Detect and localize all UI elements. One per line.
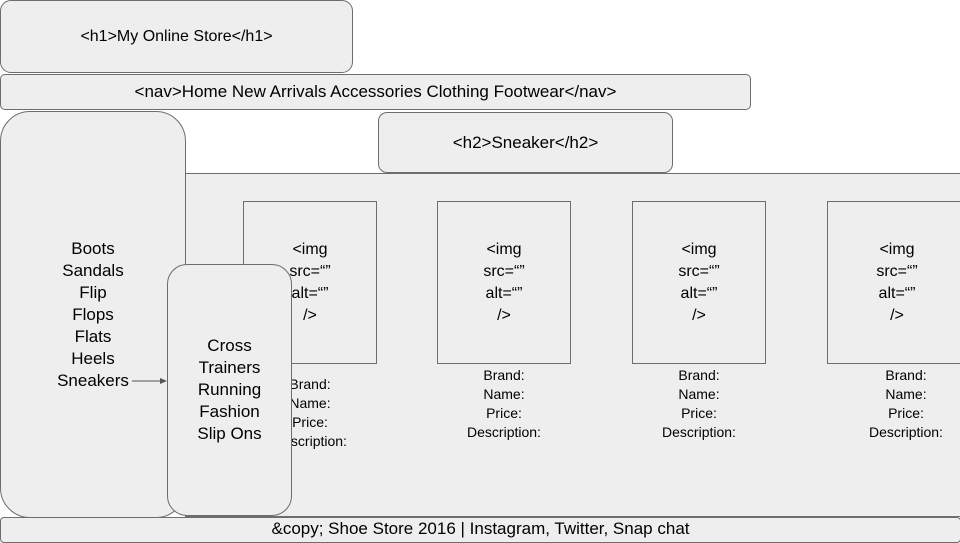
img-line: src=“” — [876, 262, 918, 280]
product-description-label: Description: — [869, 424, 943, 440]
submenu-item-slip-ons: Slip Ons — [197, 424, 262, 443]
img-line: src=“” — [483, 262, 525, 280]
product-brand-label: Brand: — [885, 367, 927, 383]
sneakers-submenu: Cross Trainers Running Fashion Slip Ons — [167, 264, 292, 516]
img-line: src=“” — [678, 262, 720, 280]
sidebar-item-flip: Flip — [79, 282, 107, 302]
submenu-item-cross: Cross — [207, 336, 252, 355]
product-image-placeholder: <img src=“” alt=“” /> — [632, 201, 766, 364]
img-line: <img — [681, 240, 717, 258]
product-brand-label: Brand: — [483, 367, 525, 383]
product-name-label: Name: — [885, 386, 927, 402]
product-info: Brand: Name: Price: Description: — [632, 366, 766, 442]
img-line: <img — [486, 240, 522, 258]
product-description-label: Description: — [662, 424, 736, 440]
product-description-label: Description: — [467, 424, 541, 440]
product-image-placeholder: <img src=“” alt=“” /> — [437, 201, 571, 364]
product-name-label: Name: — [678, 386, 720, 402]
product-info: Brand: Name: Price: Description: — [839, 366, 960, 442]
nav-box: <nav>Home New Arrivals Accessories Cloth… — [0, 74, 751, 110]
img-line: src=“” — [289, 262, 331, 280]
product-image-placeholder: <img src=“” alt=“” /> — [827, 201, 960, 364]
product-brand-label: Brand: — [678, 367, 720, 383]
section-title-box: <h2>Sneaker</h2> — [378, 112, 673, 173]
product-name-label: Name: — [289, 395, 331, 411]
sidebar-item-sneakers: Sneakers — [57, 370, 129, 390]
submenu-item-trainers: Trainers — [198, 358, 261, 377]
img-line: /> — [890, 306, 904, 324]
img-line: /> — [692, 306, 706, 324]
footer-text: &copy; Shoe Store 2016 | Instagram, Twit… — [271, 519, 690, 538]
img-line: alt=“” — [878, 284, 916, 302]
img-line: /> — [303, 306, 317, 324]
product-info: Brand: Name: Price: Description: — [437, 366, 571, 442]
product-price-label: Price: — [292, 414, 328, 430]
header-box: <h1>My Online Store</h1> — [0, 0, 353, 73]
img-line: alt=“” — [680, 284, 718, 302]
sidebar-item-heels: Heels — [71, 348, 115, 368]
footer-box: &copy; Shoe Store 2016 | Instagram, Twit… — [0, 517, 960, 543]
sidebar-menu: Boots Sandals Flip Flops Flats Heels Sne… — [0, 111, 186, 518]
product-name-label: Name: — [483, 386, 525, 402]
header-text: <h1>My Online Store</h1> — [80, 27, 273, 45]
img-line: <img — [292, 240, 328, 258]
nav-text: <nav>Home New Arrivals Accessories Cloth… — [134, 82, 617, 101]
img-line: alt=“” — [291, 284, 329, 302]
submenu-item-fashion: Fashion — [199, 402, 260, 421]
sidebar-item-flops: Flops — [72, 304, 114, 324]
product-price-label: Price: — [681, 405, 717, 421]
product-brand-label: Brand: — [289, 376, 331, 392]
product-price-label: Price: — [888, 405, 924, 421]
sidebar-item-sandals: Sandals — [62, 260, 124, 280]
img-line: <img — [879, 240, 915, 258]
product-price-label: Price: — [486, 405, 522, 421]
img-line: /> — [497, 306, 511, 324]
submenu-item-running: Running — [197, 380, 262, 399]
img-line: alt=“” — [485, 284, 523, 302]
arrow-head-icon — [160, 378, 167, 384]
section-title-text: <h2>Sneaker</h2> — [452, 132, 599, 152]
sidebar-item-boots: Boots — [71, 238, 115, 258]
sidebar-item-flats: Flats — [74, 326, 112, 346]
